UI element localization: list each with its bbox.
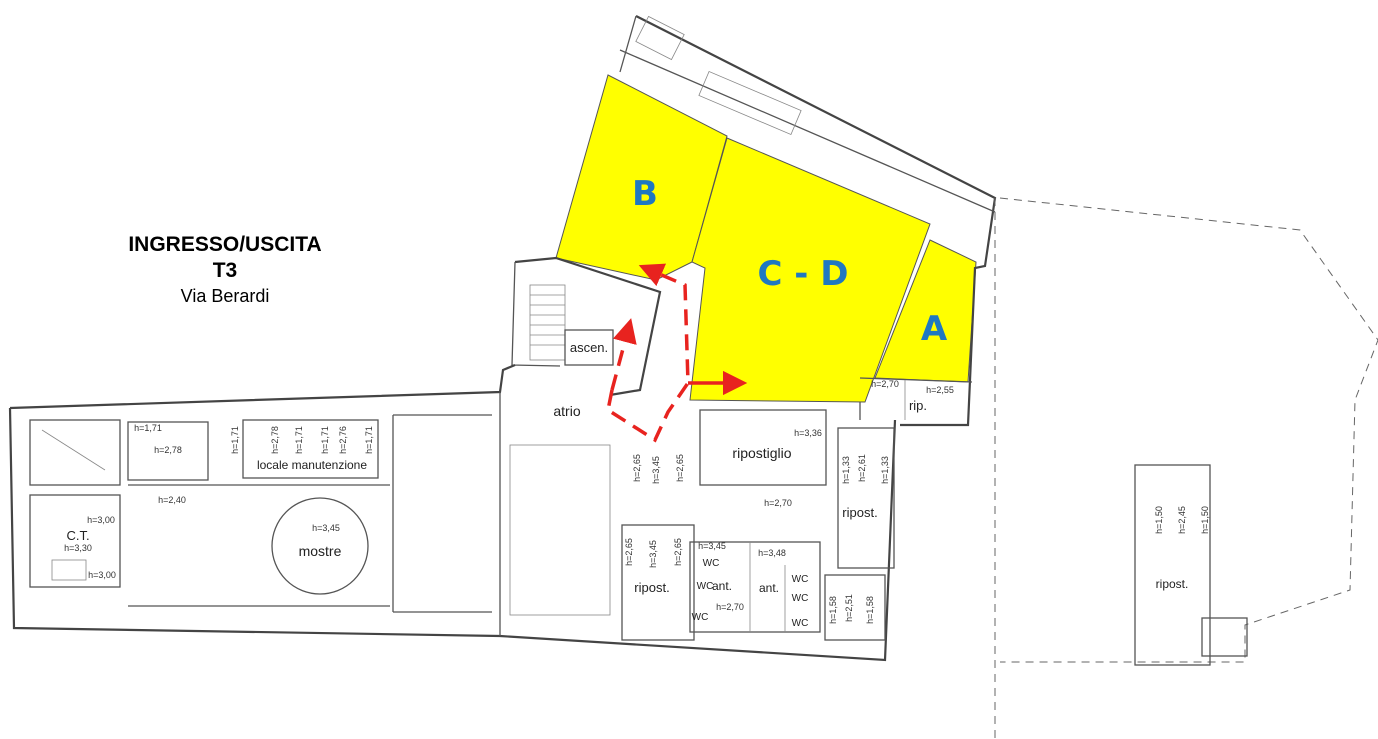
room-ant-1: ant. [712,579,732,593]
height-label: h=1,58 [865,596,875,624]
zone-cd-area [689,137,931,403]
height-label: h=2,70 [871,379,899,389]
height-label: h=1,71 [294,426,304,454]
right-boundary [994,197,1378,739]
height-label: h=3,30 [64,543,92,553]
height-label: h=3,00 [88,570,116,580]
height-label: h=2,65 [673,538,683,566]
height-label: h=1,33 [880,456,890,484]
height-label: h=2,65 [624,538,634,566]
height-label: h=2,78 [154,445,182,455]
room-rip: rip. [909,398,927,413]
height-label: h=3,45 [651,456,661,484]
height-label: h=2,55 [926,385,954,395]
stair-block-walls [511,256,662,397]
height-label: h=2,76 [338,426,348,454]
height-label: h=3,45 [698,541,726,551]
room-ripostiglio: ripostiglio [732,445,791,461]
room-mostre: mostre [299,543,342,559]
height-label: h=2,45 [1177,506,1187,534]
room-wc-4: WC [792,574,809,585]
height-label: h=3,00 [87,515,115,525]
evacuation-route [606,263,748,443]
height-label: h=1,71 [364,426,374,454]
height-label: h=2,65 [632,454,642,482]
room-ripost-mid: ripost. [634,580,669,595]
height-label: h=2,61 [857,454,867,482]
zone-b-area [555,74,728,281]
room-wc-3: WC [692,612,709,623]
height-label: h=1,58 [828,596,838,624]
room-ripost-far: ripost. [1156,577,1189,591]
height-label: h=2,78 [270,426,280,454]
entrance-info: INGRESSO/USCITA T3 Via Berardi [90,232,360,308]
height-label: h=2,70 [716,602,744,612]
room-ripost-right: ripost. [842,505,877,520]
height-label: h=2,40 [158,495,186,505]
room-locale: locale manutenzione [257,458,367,472]
zone-label-b: B [632,174,658,214]
room-ct: C.T. [66,528,89,543]
upper-wing-walls [619,15,997,427]
entrance-street: Via Berardi [180,286,270,306]
room-atrio: atrio [553,403,580,419]
height-label: h=1,71 [230,426,240,454]
height-label: h=1,33 [841,456,851,484]
height-label: h=2,51 [844,594,854,622]
room-wc-1: WC [703,558,720,569]
height-label: h=2,65 [675,454,685,482]
height-label: h=1,50 [1154,506,1164,534]
height-label: h=3,48 [758,548,786,558]
height-label: h=1,50 [1200,506,1210,534]
height-label: h=2,70 [764,498,792,508]
height-label: h=1,71 [134,423,162,433]
room-ascen: ascen. [570,340,608,355]
entrance-code: T3 [212,259,238,282]
height-label: h=3,36 [794,428,822,438]
entrance-title: INGRESSO/USCITA [128,233,322,256]
room-wc-2: WC [697,581,714,592]
main-floor-walls [8,363,897,662]
room-wc-5: WC [792,593,809,604]
height-label: h=1,71 [320,426,330,454]
height-label: h=3,45 [648,540,658,568]
zone-label-cd: C - D [758,254,849,294]
room-ant-2: ant. [759,581,779,595]
room-wc-6: WC [792,618,809,629]
zone-label-a: A [921,309,948,349]
height-label: h=3,45 [312,523,340,533]
